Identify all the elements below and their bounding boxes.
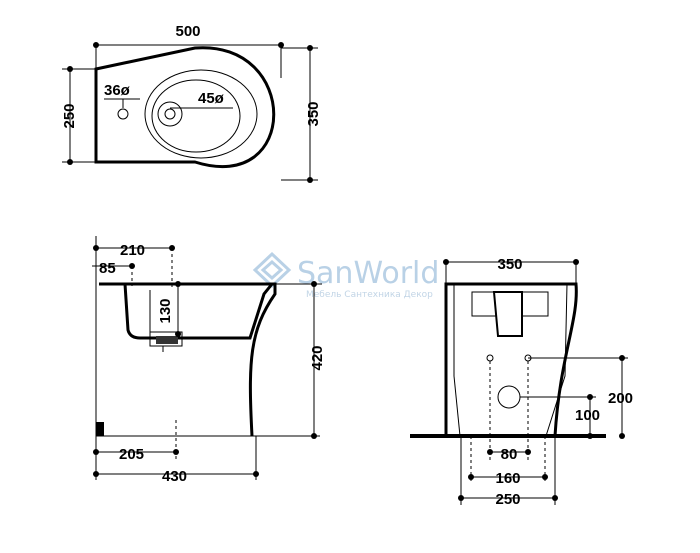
- drain-hole-outer: [157, 101, 183, 127]
- watermark-tagline: Мебель Сантехника Декор: [306, 290, 433, 300]
- back-view: 350 200 100 80 160 250: [410, 256, 633, 508]
- dim-tap-offset-label: 85: [99, 260, 116, 277]
- watermark-logo-icon: [252, 251, 292, 289]
- dim-drain-depth-label: 130: [157, 298, 174, 323]
- bowl-opening: [144, 69, 258, 159]
- top-view-outline: [94, 46, 276, 169]
- tap-hole-label: 36ø: [104, 82, 131, 99]
- back-tap-box: [492, 291, 523, 337]
- back-inner-right: [545, 283, 568, 437]
- dim-width-label: 500: [175, 23, 200, 40]
- dim-top-offset-label: 210: [120, 242, 145, 259]
- dim-outlet-spacing-label: 80: [501, 446, 518, 463]
- tap-hole-circle: [117, 108, 129, 120]
- bowl-inner-rim: [151, 79, 241, 153]
- drain-hole-inner: [164, 108, 176, 120]
- drain-hole-label: 45ø: [198, 90, 225, 107]
- side-view-outline: [99, 282, 277, 437]
- dim-fix-spacing-label: 160: [495, 470, 520, 487]
- watermark: SanWorld Мебель Сантехника Декор: [252, 251, 439, 300]
- dim-base-depth-label: 430: [162, 468, 187, 485]
- bowl-inner-profile: [123, 283, 274, 340]
- dim-back-depth-label: 250: [61, 103, 78, 128]
- wall-foot: [96, 422, 104, 436]
- top-view: 500 250 350 36ø 45ø: [61, 23, 322, 183]
- drain-trap: [156, 336, 178, 344]
- dim-outlet-height-label: 100: [575, 407, 600, 424]
- dim-outlet-offset-label: 205: [119, 446, 144, 463]
- dim-total-depth-label: 350: [305, 101, 322, 126]
- fix-hole-left: [486, 354, 494, 362]
- outlet-hole: [497, 385, 521, 409]
- dim-base-width-label: 250: [495, 491, 520, 508]
- back-inner-left: [453, 284, 461, 437]
- dim-height-label: 420: [309, 345, 326, 370]
- drain-pipe: [149, 290, 183, 347]
- watermark-brand: SanWorld: [297, 256, 439, 291]
- back-view-outline: [444, 282, 578, 437]
- side-view: 210 85 130 420 205 430: [92, 236, 326, 485]
- dim-back-width-label: 350: [497, 256, 522, 273]
- dim-fix-height-label: 200: [608, 390, 633, 407]
